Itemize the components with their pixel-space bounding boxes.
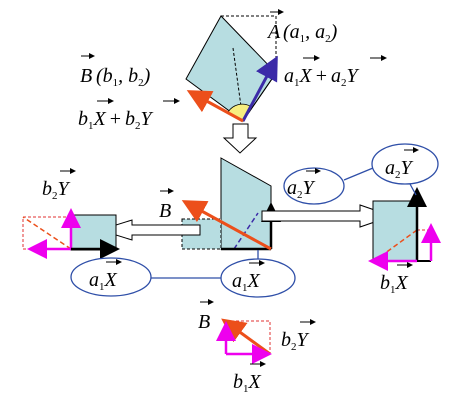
svg-text:b2Y: b2Y (42, 178, 71, 202)
label-left-b2y: b2Y (42, 168, 76, 202)
svg-text:(a1, a2): (a1, a2) (283, 21, 338, 45)
label-bottom-b2y: b2Y (281, 319, 316, 353)
svg-text:a1X+a2Y: a1X+a2Y (284, 65, 360, 89)
bottom-decomposition (216, 318, 272, 364)
center-vector-b (181, 200, 272, 251)
right-projection (368, 187, 441, 271)
svg-text:b1X: b1X (380, 272, 409, 296)
svg-text:B: B (80, 65, 92, 87)
label-bottom-b1x: b1X (233, 361, 266, 395)
svg-text:b1X+b2Y: b1X+b2Y (78, 108, 154, 132)
svg-text:a2Y: a2Y (385, 157, 414, 181)
svg-text:A: A (266, 21, 281, 43)
ellipse-left-a1x: a1X (70, 257, 152, 297)
svg-text:b1X: b1X (233, 371, 262, 395)
label-center-b: B (159, 188, 174, 222)
ellipse-a2y-left: a2Y (283, 167, 345, 205)
svg-text:B: B (159, 200, 171, 222)
svg-text:a1X: a1X (89, 269, 118, 293)
svg-text:B: B (198, 311, 210, 333)
svg-text:a1X: a1X (232, 270, 261, 294)
svg-text:a2Y: a2Y (287, 177, 316, 201)
label-bottom-b: B (198, 299, 214, 333)
label-vector-a: A (a1, a2) (266, 9, 338, 45)
ellipse-a2y-right: a2Y (371, 143, 439, 185)
connector-a2y (343, 167, 374, 181)
top-prism (185, 15, 278, 123)
vector-a-arrow (241, 55, 278, 122)
svg-text:b2Y: b2Y (281, 329, 310, 353)
label-b-sum: b1X+b2Y (78, 98, 180, 132)
label-a-sum: a1X+a2Y (284, 55, 387, 89)
svg-text:(b1, b2): (b1, b2) (96, 65, 151, 89)
down-arrow (222, 123, 258, 154)
connector-a2y-right (409, 183, 417, 196)
vector-b-arrow (186, 90, 244, 123)
left-projection (22, 208, 120, 259)
ellipse-center-a1x: a1X (220, 258, 296, 298)
label-right-b1x: b1X (380, 262, 413, 296)
label-vector-b: B (b1, b2) (80, 53, 151, 89)
center-prism (181, 157, 281, 251)
